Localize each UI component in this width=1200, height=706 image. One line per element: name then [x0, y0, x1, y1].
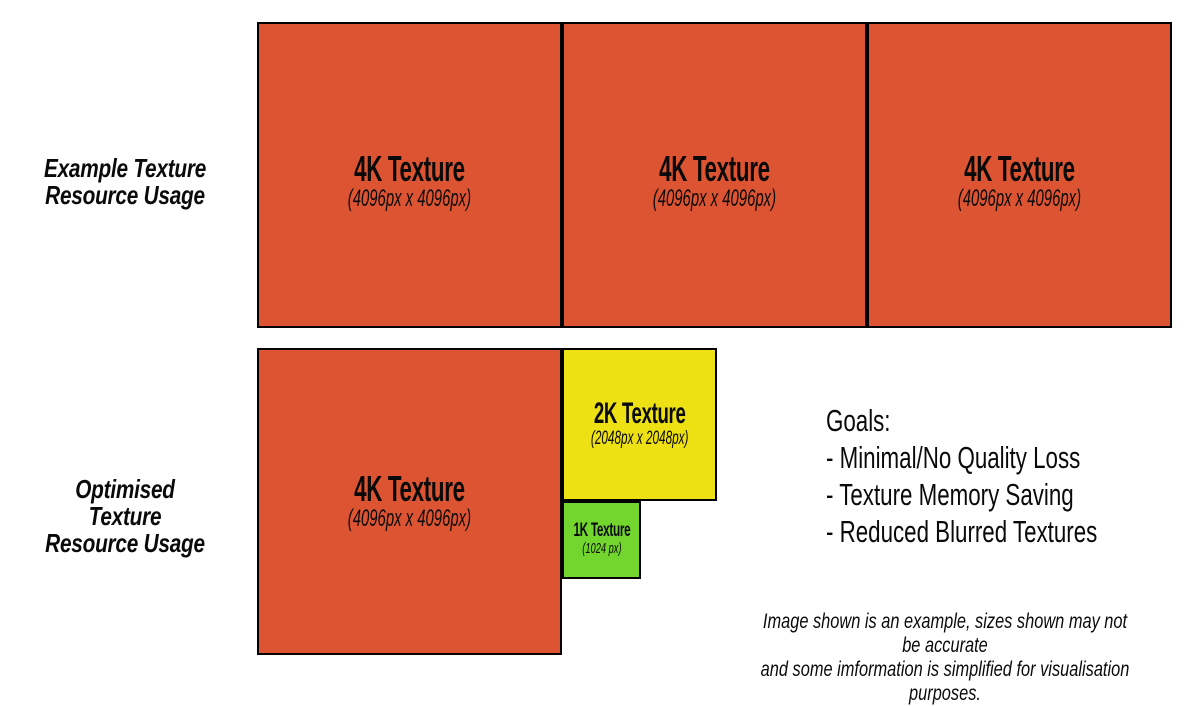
optimised-row-label: Optimised Texture Resource Usage: [45, 474, 205, 559]
goal-item-blur: - Reduced Blurred Textures: [826, 514, 1098, 549]
example-texture-box-2: 4K Texture (4096px x 4096px): [562, 22, 867, 328]
texture-box-title: 2K Texture: [593, 397, 686, 431]
goal-item-quality: - Minimal/No Quality Loss: [826, 440, 1081, 475]
goal-item-memory: - Texture Memory Saving: [826, 477, 1074, 512]
optimised-texture-box-4k: 4K Texture (4096px x 4096px): [257, 348, 562, 655]
texture-box-dimensions: (1024 px): [581, 540, 622, 558]
diagram-canvas: Example Texture Resource Usage 4K Textur…: [43, 22, 1172, 705]
texture-box-text: 1K Texture (1024 px): [573, 522, 630, 557]
texture-box-text: 4K Texture (4096px x 4096px): [347, 467, 472, 533]
example-texture-box-3: 4K Texture (4096px x 4096px): [867, 22, 1172, 328]
optimised-texture-box-1k: 1K Texture (1024 px): [562, 501, 641, 579]
texture-box-title: 4K Texture: [659, 148, 770, 190]
goals-block: Goals: - Minimal/No Quality Loss - Textu…: [826, 402, 1097, 550]
texture-box-dimensions: (4096px x 4096px): [652, 185, 777, 213]
optimised-texture-box-2k: 2K Texture (2048px x 2048px): [562, 348, 717, 501]
texture-box-title: 4K Texture: [354, 148, 465, 190]
texture-box-title: 4K Texture: [354, 467, 465, 509]
texture-box-text: 4K Texture (4096px x 4096px): [653, 151, 776, 213]
texture-box-dimensions: (4096px x 4096px): [347, 185, 472, 213]
texture-box-title: 4K Texture: [964, 148, 1075, 190]
disclaimer-note: Image shown is an example, sizes shown m…: [760, 610, 1130, 705]
goals-heading: Goals:: [826, 403, 891, 438]
texture-box-text: 4K Texture (4096px x 4096px): [958, 151, 1081, 213]
texture-box-dimensions: (2048px x 2048px): [590, 427, 689, 449]
example-row-label: Example Texture Resource Usage: [43, 153, 207, 211]
texture-box-text: 4K Texture (4096px x 4096px): [348, 151, 471, 213]
example-texture-box-1: 4K Texture (4096px x 4096px): [257, 22, 562, 328]
texture-box-title: 1K Texture: [573, 520, 630, 542]
texture-box-dimensions: (4096px x 4096px): [957, 185, 1082, 213]
texture-box-text: 2K Texture (2048px x 2048px): [591, 399, 689, 449]
texture-box-dimensions: (4096px x 4096px): [347, 504, 472, 532]
